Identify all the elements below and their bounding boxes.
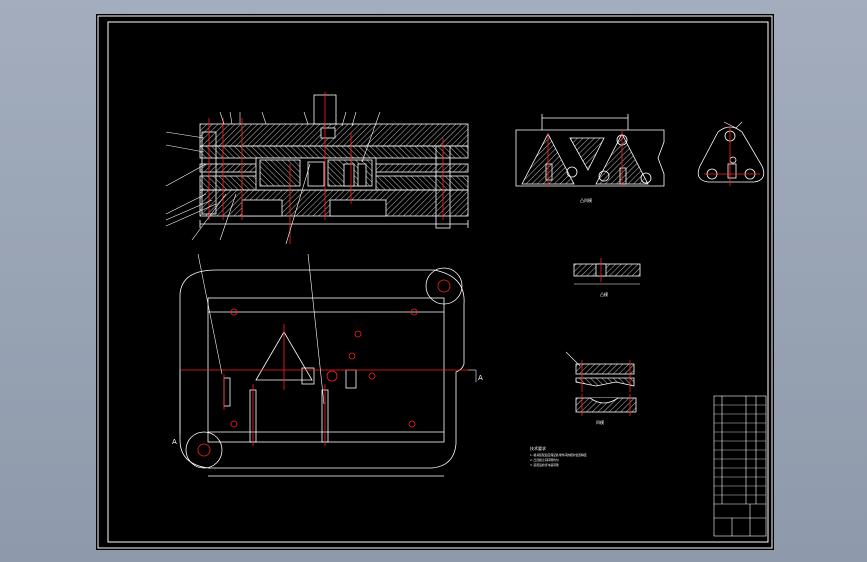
guide-bush-bottom-left <box>185 431 223 469</box>
notes-line-1: 1. 模具装配后应保证各零件间的相对位置精度 <box>530 453 587 457</box>
shank-slot <box>320 127 336 139</box>
section-marker-left: A <box>172 438 177 446</box>
guide-bush-top-right <box>425 267 463 305</box>
punch-holder <box>199 145 469 159</box>
sheet-background <box>96 14 774 550</box>
plan-view-leaders <box>179 253 477 434</box>
detail-1-caption: 凸凹模 <box>580 197 592 203</box>
notes-line-2: 2. 凸凹模之间间隙均匀 <box>530 458 559 462</box>
detail-die-section <box>565 351 637 413</box>
detail-punch-die-centerlines <box>547 130 623 186</box>
section-marker-right: A <box>478 374 483 382</box>
inner-border <box>107 21 769 543</box>
technical-notes: 技术要求 1. 模具装配后应保证各零件间的相对位置精度 2. 凸凹模之间间隙均匀… <box>530 445 587 467</box>
drawing-sheet: A A 凸凹模 凸 <box>96 14 774 550</box>
detail-triangle-centerlines <box>704 126 760 186</box>
detail-3-caption: 凹模 <box>596 419 604 425</box>
front-view-leaders <box>165 111 381 245</box>
detail-2-caption: 凸模 <box>600 291 608 297</box>
lower-die-outline <box>179 269 465 469</box>
bom-rows <box>714 404 766 496</box>
front-section-view <box>199 94 469 229</box>
outer-border <box>97 15 773 549</box>
notes-title: 技术要求 <box>530 445 546 451</box>
plan-view-centerlines <box>180 324 468 446</box>
notes-line-3: 3. 装配后检查冲裁间隙 <box>530 463 559 467</box>
detail-die-centerlines <box>581 360 631 416</box>
